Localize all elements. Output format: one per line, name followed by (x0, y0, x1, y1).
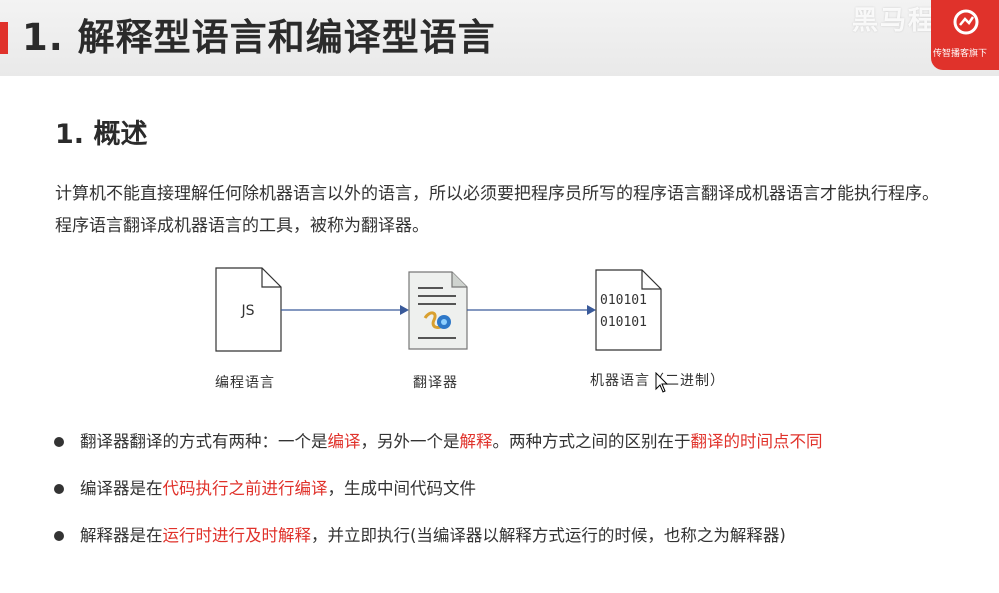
page-title: 1. 解释型语言和编译型语言 (22, 16, 496, 59)
machine-file-icon (595, 269, 662, 351)
bullet-dot (54, 531, 64, 541)
logo-slogan: 传智播客旗下 (933, 49, 988, 59)
title-bar (0, 0, 999, 76)
bullet-dot (54, 484, 64, 494)
binary-line-2: 010101 (600, 315, 647, 330)
bullet-item: 翻译器翻译的方式有两种：一个是编译，另外一个是解释。两种方式之间的区别在于翻译的… (52, 428, 823, 475)
mouse-cursor-icon (655, 372, 669, 393)
translator-icon (408, 271, 468, 350)
intro-paragraph: 计算机不能直接理解任何除机器语言以外的语言，所以必须要把程序员所写的程序语言翻译… (55, 184, 939, 236)
logo-icon (953, 9, 979, 35)
bullet-dot (54, 437, 64, 447)
source-caption: 编程语言 (215, 375, 275, 391)
section-title: 1. 概述 (55, 119, 148, 150)
title-accent-bar (0, 22, 8, 54)
binary-line-1: 010101 (600, 293, 647, 308)
bullet-item: 解释器是在运行时进行及时解释，并立即执行(当编译器以解释方式运行的时候，也称之为… (52, 522, 823, 569)
source-file-icon (215, 267, 282, 352)
bullet-list: 翻译器翻译的方式有两种：一个是编译，另外一个是解释。两种方式之间的区别在于翻译的… (52, 428, 823, 569)
bullet-item: 编译器是在代码执行之前进行编译，生成中间代码文件 (52, 475, 823, 522)
source-file-text: JS (240, 303, 254, 319)
arrow-translator-to-machine (467, 305, 596, 315)
translator-caption: 翻译器 (413, 375, 458, 391)
arrow-source-to-translator (281, 305, 409, 315)
